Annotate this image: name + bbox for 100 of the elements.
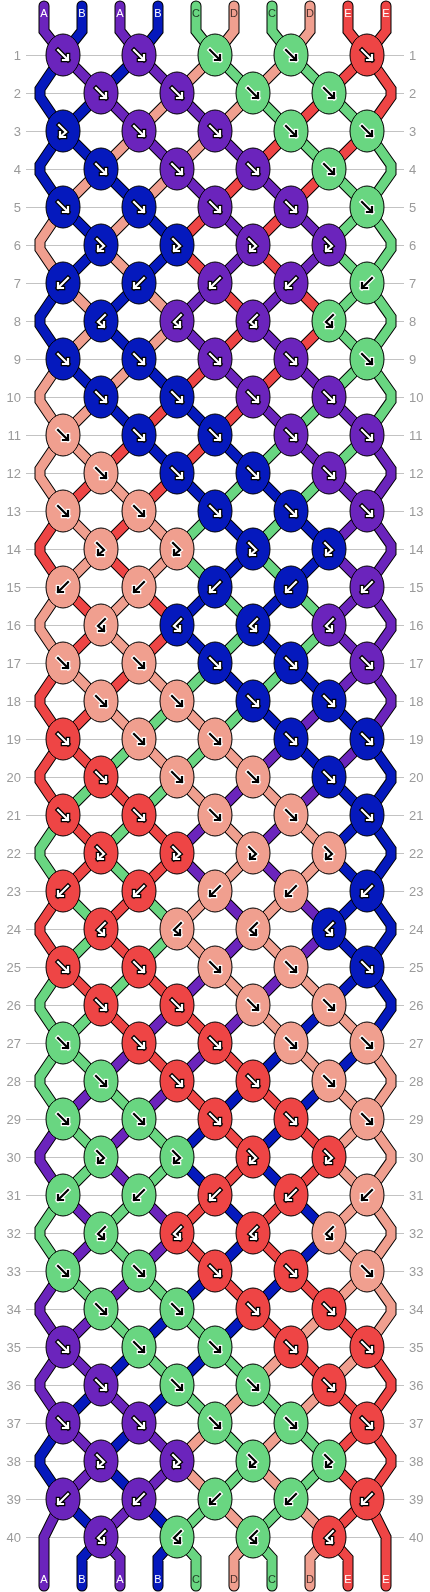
row-number: 14 — [6, 542, 21, 556]
string-letter: D — [306, 1573, 314, 1585]
string-letter: E — [344, 7, 352, 19]
row-number: 26 — [6, 998, 21, 1012]
row-number: 1 — [409, 48, 417, 62]
row-number: 35 — [409, 1340, 424, 1354]
row-number: 2 — [13, 86, 21, 100]
row-number: 6 — [13, 238, 21, 252]
row-number: 6 — [409, 238, 417, 252]
string-letter: B — [78, 7, 86, 19]
row-number: 10 — [6, 390, 21, 404]
row-number: 36 — [6, 1378, 21, 1392]
row-number: 21 — [6, 808, 21, 822]
row-number: 5 — [409, 200, 417, 214]
row-number: 13 — [6, 504, 21, 518]
row-number: 31 — [6, 1188, 21, 1202]
row-number: 29 — [6, 1112, 21, 1126]
row-number: 20 — [409, 770, 424, 784]
row-number: 28 — [409, 1074, 424, 1088]
row-number: 32 — [6, 1226, 21, 1240]
row-number: 12 — [409, 466, 424, 480]
row-number: 9 — [409, 352, 417, 366]
row-number: 40 — [6, 1530, 21, 1544]
string-letter: A — [40, 1573, 48, 1585]
row-number: 8 — [13, 314, 21, 328]
string-letter: E — [382, 1573, 390, 1585]
row-number: 23 — [6, 884, 21, 898]
row-number: 29 — [409, 1112, 424, 1126]
string-letter: C — [192, 1573, 200, 1585]
row-number: 16 — [409, 618, 424, 632]
row-number: 13 — [409, 504, 424, 518]
row-number: 17 — [409, 656, 424, 670]
row-number: 16 — [6, 618, 21, 632]
string-letter: C — [268, 7, 276, 19]
string-letter: B — [154, 7, 162, 19]
row-number: 37 — [409, 1416, 424, 1430]
row-number: 3 — [409, 124, 417, 138]
row-number: 15 — [6, 580, 21, 594]
string-letter: E — [382, 7, 390, 19]
row-number: 12 — [6, 466, 21, 480]
row-number: 4 — [13, 162, 21, 176]
row-number: 32 — [409, 1226, 424, 1240]
row-number: 3 — [13, 124, 21, 138]
row-number: 22 — [409, 846, 424, 860]
row-number: 23 — [409, 884, 424, 898]
row-number: 24 — [6, 922, 21, 936]
row-number: 19 — [409, 732, 424, 746]
row-number: 35 — [6, 1340, 21, 1354]
string-letter: C — [192, 7, 200, 19]
row-number: 15 — [409, 580, 424, 594]
string-letter: A — [40, 7, 48, 19]
row-number: 33 — [6, 1264, 21, 1278]
row-number: 40 — [409, 1530, 424, 1544]
row-number: 7 — [13, 276, 21, 290]
string-letter: A — [116, 7, 124, 19]
row-number: 39 — [409, 1492, 424, 1506]
row-number: 17 — [6, 656, 21, 670]
string-letter: B — [154, 1573, 162, 1585]
row-number: 39 — [6, 1492, 21, 1506]
string-letter: D — [230, 1573, 238, 1585]
row-number: 5 — [13, 200, 21, 214]
string-letter: B — [78, 1573, 86, 1585]
string-letter: D — [306, 7, 314, 19]
row-number: 18 — [6, 694, 21, 708]
row-number: 18 — [409, 694, 424, 708]
row-number: 27 — [409, 1036, 424, 1050]
row-number: 11 — [7, 428, 21, 442]
row-number: 27 — [6, 1036, 21, 1050]
row-number: 30 — [6, 1150, 21, 1164]
row-number: 25 — [409, 960, 424, 974]
row-number: 38 — [6, 1454, 21, 1468]
row-number: 26 — [409, 998, 424, 1012]
row-number: 10 — [409, 390, 424, 404]
row-number: 9 — [13, 352, 21, 366]
row-number: 1 — [13, 48, 21, 62]
row-number: 22 — [6, 846, 21, 860]
row-number: 11 — [409, 428, 423, 442]
row-number: 31 — [409, 1188, 424, 1202]
row-number: 30 — [409, 1150, 424, 1164]
row-number: 20 — [6, 770, 21, 784]
row-number: 8 — [409, 314, 417, 328]
row-number: 33 — [409, 1264, 424, 1278]
row-number: 25 — [6, 960, 21, 974]
row-number: 34 — [409, 1302, 424, 1316]
row-number: 37 — [6, 1416, 21, 1430]
row-number: 7 — [409, 276, 417, 290]
string-letter: C — [268, 1573, 276, 1585]
string-letter: D — [230, 7, 238, 19]
row-number: 4 — [409, 162, 417, 176]
row-number: 28 — [6, 1074, 21, 1088]
row-number: 21 — [409, 808, 424, 822]
row-number: 14 — [409, 542, 424, 556]
row-number: 19 — [6, 732, 21, 746]
row-number: 2 — [409, 86, 417, 100]
string-letter: E — [344, 1573, 352, 1585]
row-number: 38 — [409, 1454, 424, 1468]
row-number: 34 — [6, 1302, 21, 1316]
string-letter: A — [116, 1573, 124, 1585]
row-number: 36 — [409, 1378, 424, 1392]
row-number: 24 — [409, 922, 424, 936]
